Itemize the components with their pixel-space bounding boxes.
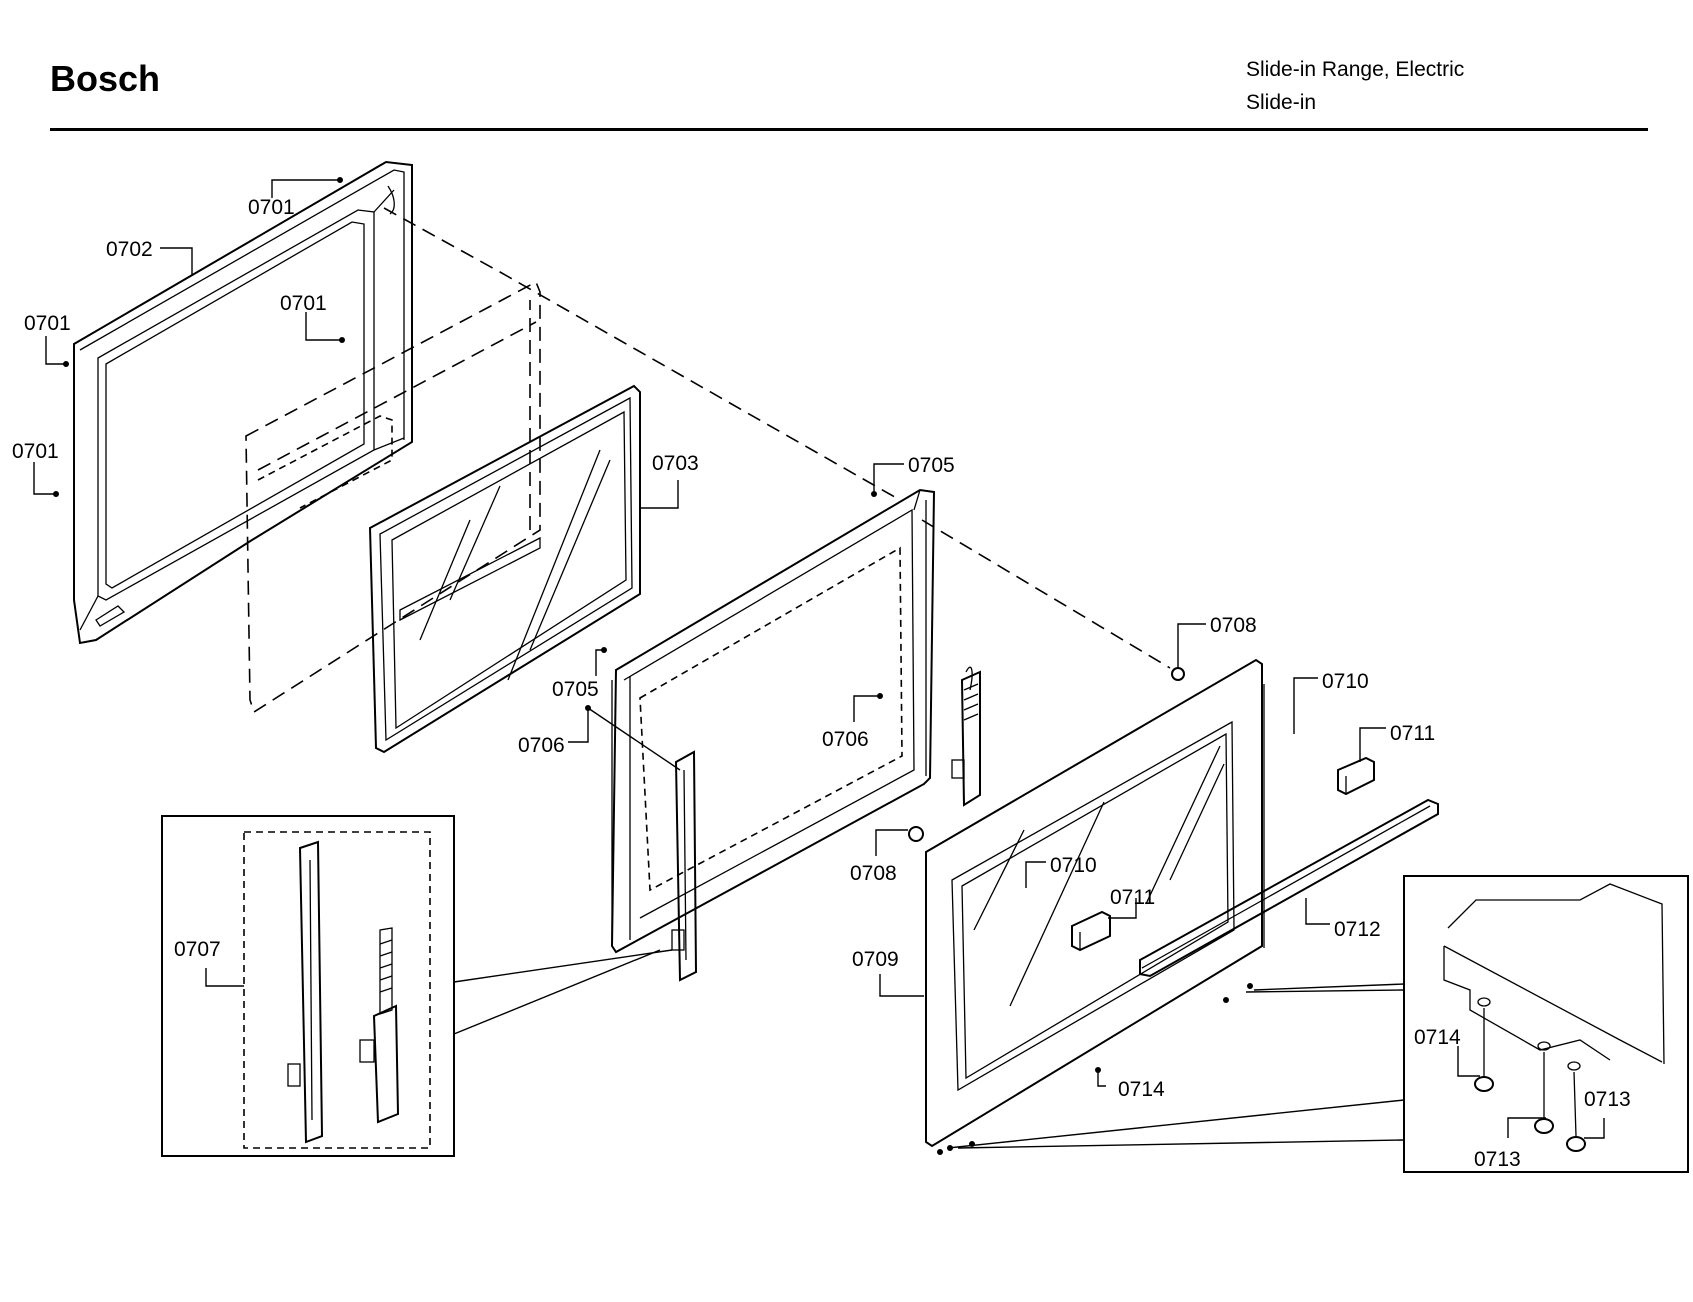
callout-0705-lower: 0705 (552, 678, 599, 701)
callout-0706-left: 0706 (518, 734, 565, 757)
callout-0713-right: 0713 (1584, 1088, 1631, 1111)
callout-0714-door: 0714 (1118, 1078, 1165, 1101)
door-outer-frame (73, 160, 413, 645)
alignment-line-upper (383, 207, 901, 501)
screw-inset-connector-upper (1253, 983, 1405, 991)
grommet-top (1171, 667, 1185, 681)
callout-0710-bottom: 0710 (1050, 854, 1097, 877)
screw-inset-connector-upper2 (1245, 989, 1405, 993)
screw-dot (1247, 983, 1253, 989)
alignment-line-lower (921, 519, 1171, 669)
grommet-bottom (908, 826, 924, 842)
callout-0713-bottom: 0713 (1474, 1148, 1521, 1171)
brand-title: Bosch (50, 58, 161, 99)
callout-0711-top: 0711 (1390, 722, 1435, 745)
screw-detail-inset (1403, 875, 1689, 1173)
callout-0711-bottom: 0711 (1110, 886, 1155, 909)
door-glass-panel (368, 384, 641, 754)
hinge-left (671, 750, 698, 982)
screw-inset-connector-lower2 (957, 1139, 1405, 1149)
callout-0712: 0712 (1334, 918, 1381, 941)
screw-dot (969, 1141, 975, 1147)
inset-connector-upper (453, 949, 673, 983)
callout-0706-right: 0706 (822, 728, 869, 751)
inset-connector-lower (453, 949, 661, 1035)
callout-0714-inset: 0714 (1414, 1026, 1461, 1049)
callout-0708-top: 0708 (1210, 614, 1257, 637)
screw-dot (937, 1149, 943, 1155)
callout-0707: 0707 (174, 938, 221, 961)
callout-0708-bottom: 0708 (850, 862, 897, 885)
callout-0710-top: 0710 (1322, 670, 1369, 693)
callout-0701-left-lower: 0701 (12, 440, 59, 463)
door-inner-panel-dashed (245, 280, 541, 714)
screw-dot (947, 1145, 953, 1151)
product-subtype: Slide-in (1246, 91, 1317, 114)
callout-0701-left-upper: 0701 (24, 312, 71, 335)
callout-0705-upper: 0705 (908, 454, 955, 477)
header-rule (50, 128, 1648, 131)
callout-0702: 0702 (106, 238, 153, 261)
hinge-detail-inset (161, 815, 455, 1157)
callout-0701-top: 0701 (248, 196, 295, 219)
handle-spacer-bottom (1071, 910, 1111, 952)
hinge-right (951, 666, 981, 807)
callout-0703: 0703 (652, 452, 699, 475)
callout-0701-middle: 0701 (280, 292, 327, 315)
door-outer-panel (925, 658, 1265, 1148)
door-handle (1139, 798, 1439, 978)
screw-inset-connector-lower (947, 1099, 1405, 1149)
screw-dot (1223, 997, 1229, 1003)
handle-spacer-top (1337, 756, 1375, 796)
product-type: Slide-in Range, Electric (1246, 58, 1465, 81)
callout-0709: 0709 (852, 948, 899, 971)
